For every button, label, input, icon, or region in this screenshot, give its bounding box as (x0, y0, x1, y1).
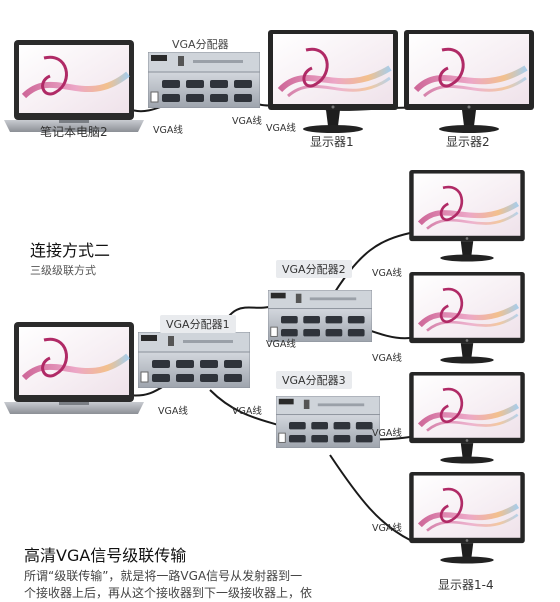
cable-label: VGA线 (153, 125, 183, 136)
cable-label: VGA线 (232, 406, 262, 417)
splitter3-label: VGA分配器3 (276, 371, 352, 389)
cable-label: VGA线 (266, 123, 296, 134)
section3-body: 所谓“级联传输”，就是将一路VGA信号从发射器到一 个接收器上后，再从这个接收器… (24, 568, 344, 602)
cable-label: VGA线 (232, 116, 262, 127)
cable-label: VGA线 (158, 406, 188, 417)
splitter-icon (138, 332, 250, 388)
section2-title: 连接方式二 (30, 241, 111, 260)
monitor-icon (409, 372, 525, 464)
monitor-icon (409, 170, 525, 262)
cable-label: VGA线 (372, 353, 402, 364)
section3-title: 高清VGA信号级联传输 (24, 546, 187, 565)
monitor2-label: 显示器2 (446, 135, 490, 149)
laptop-label: 笔记本电脑2 (40, 125, 108, 139)
monitor-icon (268, 30, 398, 133)
splitter-label: VGA分配器 (172, 38, 229, 51)
splitter-icon (276, 396, 380, 448)
monitors-label: 显示器1-4 (438, 578, 494, 592)
body-line: 个接收器上后，再从这个接收器到下一级接收器上，依 (24, 586, 313, 600)
splitter1-label: VGA分配器1 (160, 315, 236, 333)
laptop-icon (4, 322, 144, 414)
monitor-icon (409, 472, 525, 564)
monitor-icon (404, 30, 534, 133)
laptop-icon (4, 40, 144, 132)
splitter-icon (268, 290, 372, 342)
cable-label: VGA线 (372, 523, 402, 534)
cable-label: VGA线 (372, 268, 402, 279)
cable-label: VGA线 (372, 428, 402, 439)
body-line: 所谓“级联传输”，就是将一路VGA信号从发射器到一 (24, 569, 303, 583)
splitter2-label: VGA分配器2 (276, 260, 352, 278)
monitor-icon (409, 272, 525, 364)
cable-label: VGA线 (266, 339, 296, 350)
monitor1-label: 显示器1 (310, 135, 354, 149)
splitter-icon (148, 52, 260, 108)
section2-subtitle: 三级级联方式 (30, 264, 96, 277)
